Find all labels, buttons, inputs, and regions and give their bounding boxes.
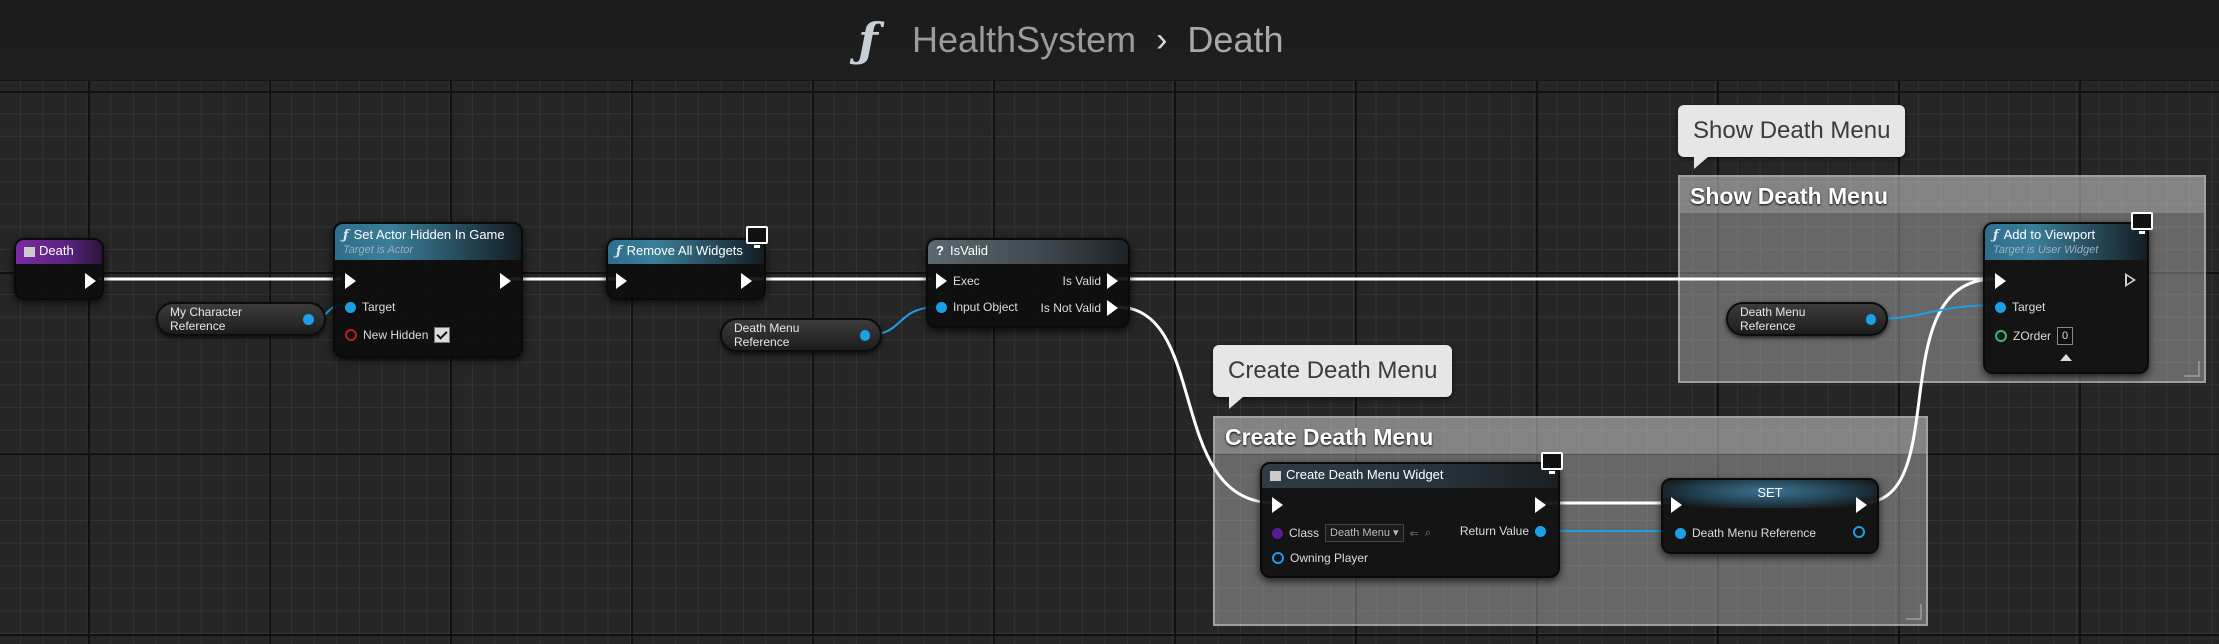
node-title: Death [39, 243, 74, 258]
breadcrumb-current: Death [1187, 19, 1284, 60]
variable-label: My Character Reference [170, 305, 243, 333]
zorder-input[interactable]: 0 [2057, 327, 2074, 345]
is-valid-pin[interactable]: Is Valid [1063, 273, 1118, 289]
object-out-pin[interactable] [1865, 313, 1876, 325]
function-icon: ƒ [616, 244, 622, 259]
graph-title-bar: ƒ HealthSystem › Death [0, 0, 2219, 81]
target-pin[interactable]: Target [1995, 300, 2045, 314]
breadcrumb-parent[interactable]: HealthSystem [912, 19, 1137, 60]
resize-grip-icon[interactable] [2184, 361, 2200, 377]
class-dropdown[interactable]: Death Menu ▾ [1325, 524, 1404, 542]
exec-wire [1860, 277, 1997, 505]
node-title: Create Death Menu Widget [1286, 467, 1444, 482]
node-title: Remove All Widgets [626, 243, 743, 258]
variable-label: Death Menu Reference [734, 321, 800, 349]
node-header: SET [1663, 480, 1877, 508]
function-icon: ƒ [1993, 228, 1999, 243]
comment-header[interactable]: Show Death Menu [1680, 177, 2204, 213]
collapse-advanced-icon[interactable] [2060, 354, 2072, 361]
variable-death-menu-reference[interactable]: Death Menu Reference [1726, 302, 1888, 336]
function-icon: ƒ [858, 13, 878, 67]
value-out-pin[interactable] [1853, 526, 1865, 538]
function-icon: ƒ [343, 228, 349, 243]
return-value-pin[interactable]: Return Value [1460, 524, 1546, 538]
exec-out-pin[interactable] [1535, 497, 1546, 513]
node-header: ƒ Remove All Widgets [608, 240, 764, 264]
comment-header[interactable]: Create Death Menu [1215, 418, 1926, 454]
exec-out-pin[interactable] [1856, 497, 1867, 513]
node-title: Add to Viewport [2003, 227, 2096, 242]
owning-player-pin[interactable]: Owning Player [1272, 551, 1368, 565]
client-only-monitor-icon [746, 226, 768, 248]
exec-in-pin[interactable] [1995, 273, 2006, 289]
node-header: ? IsValid [928, 240, 1128, 264]
event-node-death[interactable]: Death [14, 238, 104, 300]
resize-grip-icon[interactable] [1906, 604, 1922, 620]
node-subtitle: Target is User Widget [1993, 244, 2099, 256]
node-subtitle: Target is Actor [343, 244, 414, 256]
node-header: ƒ Add to Viewport Target is User Widget [1985, 224, 2147, 260]
input-object-pin[interactable]: Input Object [936, 300, 1018, 314]
comment-bubble-create-death-menu[interactable]: Create Death Menu [1213, 345, 1453, 409]
widget-icon [1270, 470, 1281, 481]
target-pin[interactable]: Target [345, 300, 395, 314]
new-hidden-pin[interactable]: New Hidden [345, 327, 451, 343]
variable-label: Death Menu Reference [1740, 305, 1806, 333]
function-entry-icon [24, 246, 35, 257]
exec-out-pin[interactable] [741, 273, 752, 289]
variable-death-menu-reference[interactable]: Death Menu Reference [720, 318, 882, 352]
client-only-monitor-icon [1541, 452, 1563, 474]
node-title: SET [1757, 485, 1783, 500]
node-header: ƒ Set Actor Hidden In Game Target is Acto… [335, 224, 521, 260]
node-header: Death [16, 240, 102, 264]
node-is-valid[interactable]: ? IsValid Exec Input Object Is Valid Is N… [926, 238, 1130, 328]
exec-in-pin[interactable] [345, 273, 356, 289]
is-not-valid-pin[interactable]: Is Not Valid [1041, 300, 1118, 316]
comment-bubble-show-death-menu[interactable]: Show Death Menu [1678, 105, 1906, 169]
node-remove-all-widgets[interactable]: ƒ Remove All Widgets [606, 238, 766, 300]
node-add-to-viewport[interactable]: ƒ Add to Viewport Target is User Widget T… [1983, 222, 2149, 374]
new-hidden-checkbox[interactable] [434, 327, 451, 343]
exec-in-pin[interactable]: Exec [936, 273, 980, 289]
object-wire [1869, 304, 2001, 320]
node-title: IsValid [949, 243, 989, 258]
object-out-pin[interactable] [303, 313, 314, 325]
exec-out-pin[interactable] [500, 273, 511, 289]
question-icon: ? [936, 243, 944, 258]
object-out-pin[interactable] [859, 329, 870, 341]
browse-icon[interactable]: ⌕ [1424, 526, 1431, 539]
node-set-death-menu-reference[interactable]: SET Death Menu Reference [1661, 478, 1879, 554]
variable-my-character-reference[interactable]: My Character Reference [156, 302, 326, 336]
exec-wire [1115, 305, 1277, 505]
exec-out-pin[interactable] [85, 273, 96, 289]
node-title: Set Actor Hidden In Game [353, 227, 505, 242]
exec-out-pin[interactable] [2125, 273, 2137, 287]
exec-in-pin[interactable] [1671, 497, 1682, 513]
exec-in-pin[interactable] [1272, 497, 1283, 513]
chevron-right-icon: › [1156, 20, 1168, 59]
node-set-actor-hidden-in-game[interactable]: ƒ Set Actor Hidden In Game Target is Acto… [333, 222, 523, 358]
exec-in-pin[interactable] [616, 273, 627, 289]
death-menu-reference-pin[interactable]: Death Menu Reference [1675, 526, 1816, 540]
client-only-monitor-icon [2131, 212, 2153, 234]
node-header: Create Death Menu Widget [1262, 464, 1558, 488]
use-selected-icon[interactable]: ⇐ [1409, 527, 1419, 540]
breadcrumb: ƒ HealthSystem › Death [838, 8, 1284, 72]
